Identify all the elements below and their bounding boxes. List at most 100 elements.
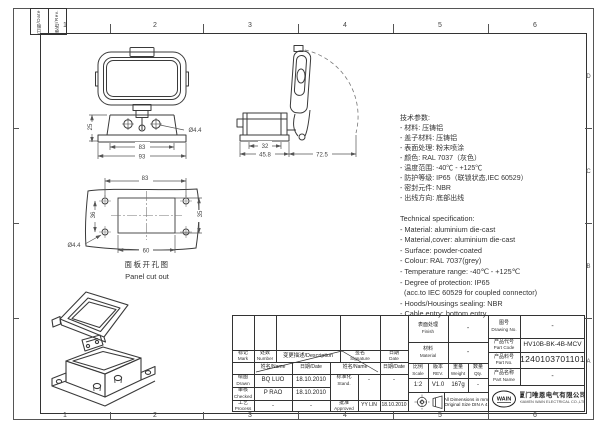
part-no-label: 产品料号 Part No.: [493, 353, 514, 366]
zone-letter: C: [586, 169, 591, 175]
part-code-label: 产品代号 Part Code: [493, 338, 515, 351]
company-name-cn: 厦门唯恩电气有限公司: [520, 392, 585, 400]
drawn-name: BQ LUO: [261, 377, 285, 384]
zone-tick: [203, 24, 204, 33]
cone-projection-icon: [432, 395, 443, 410]
zone-tick: [110, 412, 111, 419]
zone-tick: [13, 128, 19, 129]
process-name: -: [272, 402, 274, 409]
zone-letter: B: [586, 264, 591, 270]
rev-description-header: 变更描述/Description: [282, 352, 334, 359]
zone-tick: [393, 412, 394, 419]
zone-tick: [13, 223, 19, 224]
zone-number-bottom: 1: [63, 412, 67, 419]
spec-cn-line: - 盖子材料: 压铸铝: [400, 135, 458, 142]
dim-front-inner-width: 83: [139, 145, 146, 151]
finish-value: -: [466, 324, 470, 332]
approved-name: YY LIN: [361, 402, 377, 409]
zone-letter: A: [586, 359, 591, 365]
spec-en-line: (acc.to IEC 60529 for coupled connector): [400, 288, 538, 298]
spec-en-line: - Material,cover: aluminium die-cast: [400, 235, 516, 245]
part-code-value: HV10B-BK-4B-MCV: [523, 341, 582, 349]
zone-tick: [298, 412, 299, 419]
spec-cn-line: - 防护等级: IP65（联锁状态,IEC 60529）: [400, 175, 528, 182]
weight-label: 重量 Weight: [450, 364, 466, 376]
zone-number-top: 4: [343, 22, 347, 29]
scale-label: 比例 Scale: [412, 364, 424, 376]
rev-signature-header: 签名 Signature: [350, 350, 370, 362]
zone-number-bottom: 6: [533, 412, 537, 419]
finish-label: 表面处理 Finish: [417, 322, 438, 334]
zone-tick: [585, 318, 592, 319]
drawn-label: 绘图 Drawn: [236, 374, 250, 386]
spec-en-line: - Temperature range: -40℃ - +125℃: [400, 266, 520, 276]
zone-number-bottom: 3: [248, 412, 252, 419]
approved-date: 18.10.2010: [381, 402, 407, 409]
zone-letter: D: [586, 74, 591, 80]
dim-cutout-hole-dia: Ø4.4: [67, 243, 81, 249]
revision-strip-date-label: 日期/Date: [36, 9, 42, 34]
zone-number-top: 5: [438, 22, 442, 29]
material-value: -: [466, 348, 470, 356]
zone-tick: [488, 24, 489, 33]
scale-value: 1:2: [413, 381, 423, 388]
company-logo: WAIN: [488, 385, 520, 412]
spec-cn-line: - 温度范围: -40℃ - +125℃: [400, 165, 483, 172]
rev-mark-header: 标记 Mark: [237, 350, 249, 362]
zone-tick: [110, 24, 111, 33]
first-angle-projection-icon: [414, 394, 443, 410]
approved-label: 批准 Approved: [334, 400, 354, 412]
dim-side-gland: 32: [262, 144, 269, 150]
part-name-value: -: [551, 372, 554, 380]
wain-logo-icon: WAIN: [492, 390, 516, 407]
process-label: 工艺 Process: [234, 400, 252, 412]
zone-number-bottom: 5: [438, 412, 442, 419]
panel-cutout-drawing: 83 36 35 60 Ø4.4 面板开孔图 Panel cut out: [67, 174, 204, 281]
paper-border: [13, 8, 594, 420]
spec-cn-title: 技术参数:: [400, 115, 430, 122]
front-view-drawing: 25 Ø4.4 83 93: [86, 47, 202, 161]
side-view-drawing: 32 45.8 72.5: [236, 45, 359, 159]
rev-number-header: 处数 Number: [256, 350, 274, 362]
material-label: 材料 Material: [419, 346, 437, 358]
spec-block-en: Technical specification: - Material: alu…: [400, 214, 595, 320]
panel-cutout-label-cn: 面板开孔图: [125, 259, 170, 269]
drawing-no-label: 图号 Drawing No.: [491, 320, 517, 332]
spec-en-line: - Colour: RAL 7037(grey): [400, 256, 482, 266]
rev-date-header: 日期 Date: [388, 350, 399, 362]
rev-value: V1.0: [431, 381, 445, 388]
dim-cutout-holes-v: 36: [91, 211, 97, 218]
spec-en-line: - Surface: powder-coated: [400, 245, 482, 255]
zone-tick: [488, 412, 489, 419]
part-name-label: 产品名称 Part Name: [493, 370, 515, 382]
revision-strip-date-cell: 日期/Date: [31, 9, 49, 34]
spec-cn-line: - 密封元件: NBR: [400, 185, 451, 192]
zone-number-top: 3: [248, 22, 252, 29]
spec-cn-line: - 颜色: RAL 7037（灰色）: [400, 155, 482, 162]
zone-tick: [585, 128, 592, 129]
weight-value: 167g: [451, 381, 465, 388]
checked-label: 审核 Checked: [233, 387, 253, 399]
spec-en-line: - Hoods/Housings sealing: NBR: [400, 298, 503, 308]
revision-strip: 日期/Date 更改/Rev.: [30, 8, 67, 35]
dim-cutout-width: 60: [143, 249, 150, 255]
dim-cutout-height: 35: [198, 210, 204, 217]
zone-number-top: 6: [533, 22, 537, 29]
drawing-no-value: -: [551, 322, 554, 330]
dim-front-outer-width: 93: [139, 155, 146, 161]
dim-side-depth: 45.8: [259, 153, 271, 159]
drawn-date: 18.10.2010: [295, 377, 327, 384]
process-date: -: [310, 402, 312, 409]
spec-en-title: Technical specification:: [400, 214, 475, 223]
isometric-view-drawing: [51, 291, 156, 407]
zone-tick: [393, 24, 394, 33]
spec-cn-line: - 出线方向: 底部出线: [400, 195, 465, 202]
standardized-name: -: [368, 377, 370, 384]
spec-block-cn: 技术参数: - 材料: 压铸铝 - 盖子材料: 压铸铝 - 表面处理: 粉末喷涂…: [400, 114, 595, 204]
zone-number-bottom: 4: [343, 412, 347, 419]
wain-logo-text: WAIN: [497, 396, 512, 402]
no-entry-diagonal: [255, 350, 379, 373]
checked-name: P RAO: [263, 390, 283, 397]
dim-front-height: 25: [88, 123, 94, 130]
